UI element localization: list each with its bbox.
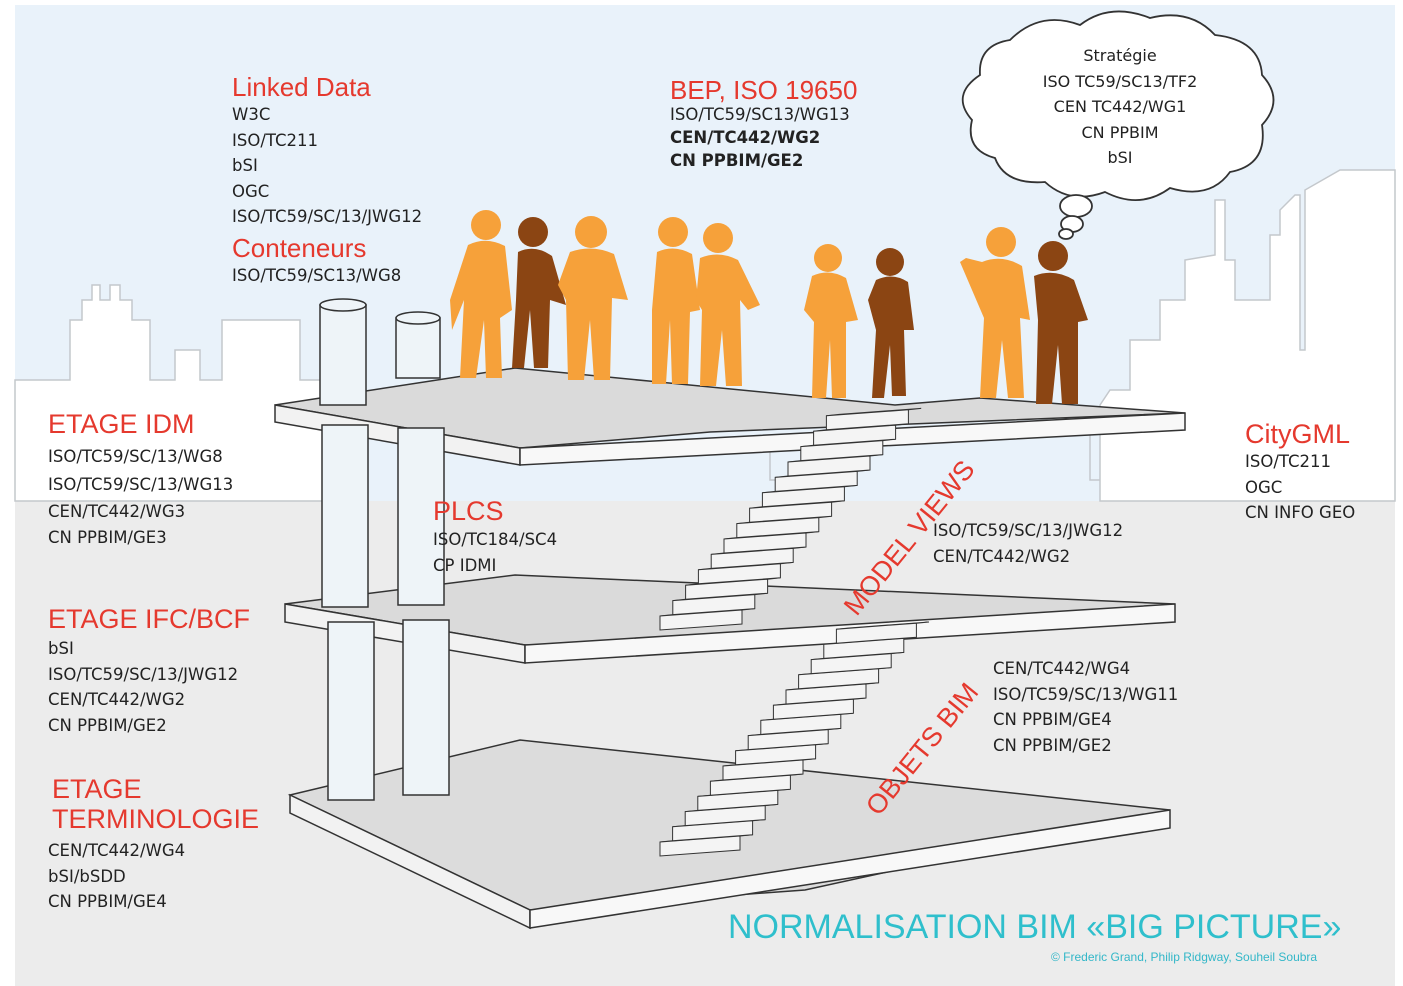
bep-list: ISO/TC59/SC13/WG13 CEN/TC442/WG2 CN PPBI… <box>670 103 850 172</box>
strategie-text: Stratégie ISO TC59/SC13/TF2 CEN TC442/WG… <box>1020 43 1220 171</box>
person <box>868 248 914 398</box>
person <box>696 223 760 386</box>
person <box>512 217 566 368</box>
list-item: CEN/TC442/WG3 <box>48 502 186 521</box>
linked-data-list: W3C ISO/TC211 bSI OGC ISO/TC59/SC/13/JWG… <box>232 102 422 230</box>
plcs-list: ISO/TC184/SC4 CP IDMI <box>433 527 557 578</box>
stair-riser <box>825 409 909 431</box>
cloud-line: Stratégie <box>1083 46 1157 65</box>
list-item: CN INFO GEO <box>1245 503 1356 522</box>
list-item: ISO/TC59/SC13/WG8 <box>232 266 402 285</box>
list-item: CEN/TC442/WG2 <box>670 128 821 147</box>
list-item: CN PPBIM/GE4 <box>48 892 167 911</box>
person <box>804 244 858 398</box>
columns-upper <box>319 298 445 608</box>
stairs-model-views <box>659 407 922 631</box>
list-item: OGC <box>232 181 270 201</box>
stairs-objets-bim <box>659 621 930 857</box>
person <box>558 216 628 380</box>
list-item: OGC <box>1245 477 1283 497</box>
list-item: CEN/TC442/WG2 <box>48 690 186 709</box>
cloud-line: CEN TC442/WG1 <box>1053 97 1187 116</box>
thought-cloud <box>961 10 1275 240</box>
diagram-title: NORMALISATION BIM «BIG PICTURE» <box>728 908 1342 946</box>
citygml-heading: CityGML <box>1245 419 1351 449</box>
list-item: ISO/TC59/SC/13/WG11 <box>993 684 1179 704</box>
list-item: CN PPBIM/GE4 <box>993 710 1112 729</box>
conteneurs-heading: Conteneurs <box>232 233 367 263</box>
list-item: ISO/TC59/SC/13/WG8 <box>48 447 223 466</box>
columns-lower <box>327 619 450 801</box>
etage-ifc-bcf-list: bSI ISO/TC59/SC/13/JWG12 CEN/TC442/WG2 C… <box>48 636 238 738</box>
list-item: W3C <box>232 105 271 124</box>
list-item: CEN/TC442/WG4 <box>993 659 1131 678</box>
person <box>1034 241 1088 404</box>
list-item: bSI/bSDD <box>48 866 126 886</box>
list-item: ISO/TC59/SC/13/JWG12 <box>933 521 1124 540</box>
bep-heading: BEP, ISO 19650 <box>670 75 858 105</box>
list-item: bSI <box>48 639 74 658</box>
etage-idm-list: ISO/TC59/SC/13/WG8 ISO/TC59/SC/13/WG13 C… <box>48 444 233 550</box>
cloud-line: CN PPBIM <box>1081 122 1159 142</box>
etage-terminologie-list: CEN/TC442/WG4 bSI/bSDD CN PPBIM/GE4 <box>48 838 185 915</box>
plcs-heading: PLCS <box>433 496 504 526</box>
city-skyline <box>14 284 331 502</box>
person <box>960 227 1030 398</box>
list-item: CP IDMI <box>433 555 497 575</box>
list-item: bSI <box>232 156 258 175</box>
list-item: ISO/TC59/SC/13/WG13 <box>48 475 234 494</box>
list-item: CN PPBIM/GE2 <box>48 715 167 735</box>
list-item: CN PPBIM/GE2 <box>670 151 804 170</box>
person <box>450 210 512 378</box>
etage-terminologie-heading-line2: TERMINOLOGIE <box>52 804 260 834</box>
list-item: ISO/TC59/SC13/WG13 <box>670 105 850 124</box>
etage-terminologie-heading-line1: ETAGE <box>52 774 142 804</box>
list-item: CEN/TC442/WG2 <box>933 546 1071 566</box>
list-item: ISO/TC59/SC/13/JWG12 <box>232 207 423 226</box>
stair-riser <box>835 622 917 644</box>
list-item: ISO/TC211 <box>232 130 319 150</box>
model-views-list: ISO/TC59/SC/13/JWG12 CEN/TC442/WG2 <box>933 518 1123 569</box>
list-item: ISO/TC211 <box>1245 452 1332 471</box>
conteneurs-list: ISO/TC59/SC13/WG8 <box>232 263 401 289</box>
credit-text: © Frederic Grand, Philip Ridgway, Souhei… <box>1051 950 1318 964</box>
list-item: CN PPBIM/GE3 <box>48 527 167 547</box>
cloud-line: ISO TC59/SC13/TF2 <box>1042 71 1198 91</box>
cloud-line: bSI <box>1107 148 1133 167</box>
list-item: CN PPBIM/GE2 <box>993 735 1112 755</box>
list-item: CEN/TC442/WG4 <box>48 841 186 860</box>
linked-data-heading: Linked Data <box>232 72 371 102</box>
list-item: ISO/TC59/SC/13/JWG12 <box>48 664 239 684</box>
person <box>652 217 700 384</box>
etage-idm-heading: ETAGE IDM <box>48 409 195 439</box>
citygml-list: ISO/TC211 OGC CN INFO GEO <box>1245 449 1355 526</box>
people-silhouettes <box>450 210 1088 404</box>
objets-bim-list: CEN/TC442/WG4 ISO/TC59/SC/13/WG11 CN PPB… <box>993 656 1178 758</box>
list-item: ISO/TC184/SC4 <box>433 530 558 549</box>
etage-ifc-bcf-heading: ETAGE IFC/BCF <box>48 604 251 634</box>
